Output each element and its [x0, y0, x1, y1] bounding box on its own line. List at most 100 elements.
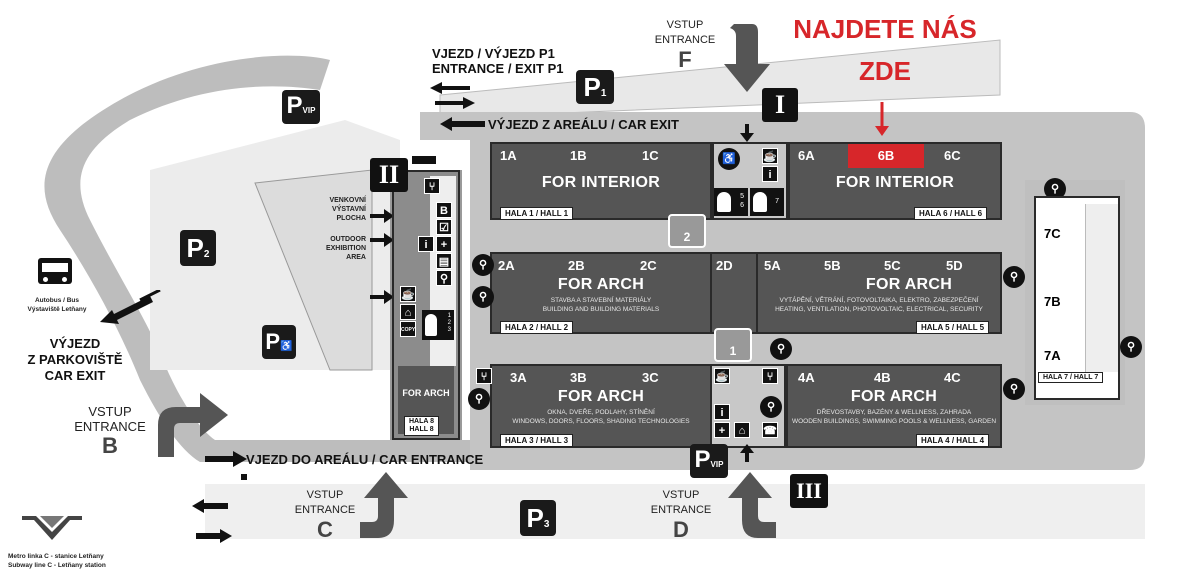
restroom-icon-hall5: ⚲: [1003, 266, 1025, 288]
restroom-icon-hall2-left: ⚲: [472, 254, 494, 276]
building-b-icon: B: [436, 202, 452, 218]
section-5c: 5C: [884, 258, 901, 273]
meeting-room-7-icon: 7: [750, 188, 784, 216]
gate-d: VSTUP ENTRANCE D: [650, 489, 712, 542]
car-exit-label: VÝJEZD Z AREÁLU / CAR EXIT: [488, 117, 679, 132]
p3-parking-badge: P3: [520, 500, 556, 536]
checklist-icon: ☑: [436, 219, 452, 235]
gate-b: VSTUP ENTRANCE B: [74, 404, 146, 458]
hall-4-title: FOR ARCH: [850, 388, 938, 405]
section-2a: 2A: [498, 258, 515, 273]
hall-3-subtitle-cz: OKNA, DVEŘE, PODLAHY, STÍNĚNÍ: [547, 409, 655, 416]
section-2b: 2B: [568, 258, 585, 273]
hall-2-subtitle-en: BUILDING AND BUILDING MATERIALS: [542, 306, 660, 313]
section-6b[interactable]: 6B: [848, 144, 924, 168]
p2-parking-badge: P2: [180, 230, 216, 266]
entrance-i-badge[interactable]: I: [762, 88, 798, 122]
entrance-ii-top-bar: [412, 156, 436, 164]
section-4a: 4A: [798, 370, 815, 385]
car-exit-arrow-icon: [440, 117, 485, 131]
section-7c: 7C: [1044, 226, 1061, 241]
hall8-tag: HALA 8 HALL 8: [404, 416, 440, 436]
hall-6[interactable]: 6A 6B 6C FOR INTERIOR HALA 6 / HALL 6: [788, 142, 1002, 220]
section-2d: 2D: [716, 258, 733, 273]
restroom-icon-3-4: ⚲: [760, 396, 782, 418]
restroom-icon-hall4: ⚲: [1003, 378, 1025, 400]
hall-7[interactable]: 7C 7B 7A HALA 7 / HALL 7: [1034, 196, 1120, 400]
coffee-icon-hall8: ☕: [400, 286, 416, 302]
coffee-icon-1-6: ☕: [762, 148, 778, 164]
section-4c: 4C: [944, 370, 961, 385]
section-5d: 5D: [946, 258, 963, 273]
metro-logo-icon: [22, 516, 82, 540]
p1-parking-badge: P1: [576, 70, 614, 104]
callout-line2: ZDE: [859, 56, 911, 86]
hall-2d[interactable]: 2D: [710, 252, 758, 334]
hall-5[interactable]: 5A 5B 5C 5D FOR ARCH VYTÁPĚNÍ, VĚTRÁNÍ, …: [756, 252, 1002, 334]
meeting-rooms-1-3-icon: 1 2 3: [422, 310, 454, 340]
section-7a: 7A: [1044, 348, 1061, 363]
pvip-parking-badge-top: PVIP: [282, 90, 320, 124]
copy-icon: COPY: [400, 321, 416, 337]
hall-3-tag: HALA 3 / HALL 3: [500, 434, 574, 447]
p1-arrows-icon: [430, 82, 475, 109]
bus-stop-label: Autobus / Bus Výstaviště Letňany: [27, 297, 87, 313]
hall-6-tag: HALA 6 / HALL 6: [914, 207, 988, 220]
section-3a: 3A: [510, 370, 527, 385]
outdoor-arrows-icon: [370, 209, 394, 304]
hall-2-subtitle-cz: STAVBA A STAVEBNÍ MATERIÁLY: [550, 297, 652, 304]
hall-4-subtitle-en: WOODEN BUILDINGS, SWIMMING POOLS & WELLN…: [791, 418, 997, 425]
restroom-icon-hall3: ⚲: [468, 388, 490, 410]
section-2c: 2C: [640, 258, 657, 273]
restroom-icon-1-6: ♿: [718, 148, 740, 170]
restroom-icon-hall2-left2: ⚲: [472, 286, 494, 308]
hall-3-subtitle-en: WINDOWS, DOORS, FLOORS, SHADING TECHNOLO…: [512, 418, 690, 425]
restaurant-icon-3-4: ⑂: [762, 368, 778, 384]
info-icon-3-4: i: [714, 404, 730, 420]
parking-exit-label: VÝJEZD Z PARKOVIŠTĚ CAR EXIT: [27, 336, 123, 383]
hall-2-title: FOR ARCH: [557, 276, 645, 293]
cloakroom-icon: ⚲: [436, 270, 452, 286]
section-4b: 4B: [874, 370, 891, 385]
cloakroom-icon-3-4: ⌂: [734, 422, 750, 438]
hall-5-tag: HALA 5 / HALL 5: [916, 321, 990, 334]
entrance-iii-arrow-icon: [740, 444, 754, 462]
hall-2[interactable]: 2A 2B 2C FOR ARCH STAVBA A STAVEBNÍ MATE…: [490, 252, 712, 334]
section-3b: 3B: [570, 370, 587, 385]
section-6a: 6A: [798, 148, 815, 163]
meeting-point-2-icon[interactable]: 2: [668, 214, 706, 248]
entrance-ii-badge[interactable]: II: [370, 158, 408, 192]
hall-1-tag: HALA 1 / HALL 1: [500, 207, 574, 220]
info-icon-hall8: i: [418, 236, 434, 252]
callout-title: NAJDETE NÁS ZDE: [770, 14, 1000, 88]
section-7b: 7B: [1044, 294, 1061, 309]
section-3c: 3C: [642, 370, 659, 385]
phone-icon-3-4: ☎: [762, 422, 778, 438]
hall-1-title: FOR INTERIOR: [541, 174, 661, 191]
first-aid-icon-3-4: +: [714, 422, 730, 438]
hall-4[interactable]: 4A 4B 4C FOR ARCH DŘEVOSTAVBY, BAZÉNY & …: [786, 364, 1002, 448]
hall-7-service-strip: [1085, 204, 1118, 372]
hall-5-title: FOR ARCH: [865, 276, 953, 293]
meeting-point-1-icon[interactable]: 1: [714, 328, 752, 362]
gate-f-arrow-icon: [724, 24, 770, 92]
hall-3[interactable]: 3A 3B 3C FOR ARCH OKNA, DVEŘE, PODLAHY, …: [490, 364, 712, 448]
hall-6-title: FOR INTERIOR: [835, 174, 955, 191]
hall-4-subtitle-cz: DŘEVOSTAVBY, BAZÉNY & WELLNESS, ZAHRADA: [816, 409, 972, 416]
section-1c: 1C: [642, 148, 659, 163]
restroom-icon-hall7: ⚲: [1120, 336, 1142, 358]
wheelchair-icon: ♿: [280, 341, 293, 352]
callout-line1: NAJDETE NÁS: [793, 14, 977, 44]
cloak-hanger-icon: ⌂: [400, 304, 416, 320]
gate-d-arrow-icon: [728, 472, 776, 538]
hall-3-title: FOR ARCH: [557, 388, 645, 405]
car-entrance-label: VJEZD DO AREÁLU / CAR ENTRANCE: [246, 452, 484, 467]
restroom-icon-meeting1: ⚲: [770, 338, 792, 360]
entrance-iii-badge[interactable]: III: [790, 474, 828, 508]
hall-2-tag: HALA 2 / HALL 2: [500, 321, 574, 334]
hall-1[interactable]: 1A 1B 1C FOR INTERIOR HALA 1 / HALL 1: [490, 142, 712, 220]
hall-4-tag: HALA 4 / HALL 4: [916, 434, 990, 447]
car-entrance-arrows-icon: [205, 451, 247, 480]
section-6c: 6C: [944, 148, 961, 163]
section-5b: 5B: [824, 258, 841, 273]
